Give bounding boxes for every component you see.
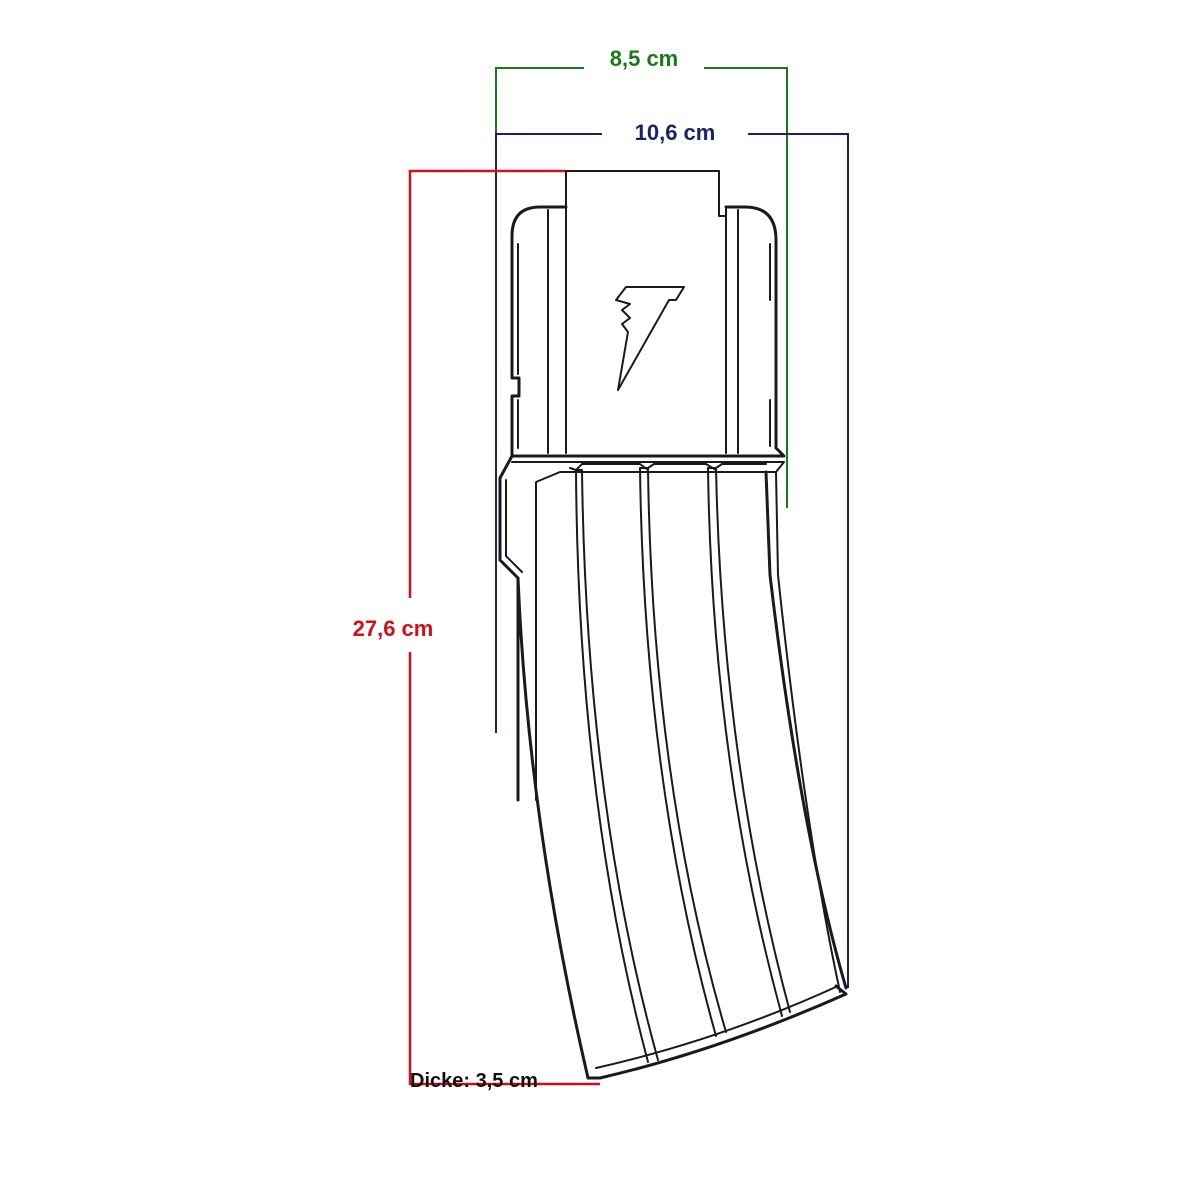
collar-band-top	[511, 461, 785, 801]
width-outer-label: 10,6 cm	[635, 120, 716, 145]
magazine-pouch-outline	[498, 170, 848, 1080]
magazine-right-edge	[764, 470, 848, 990]
upper-cover-right-seam	[725, 206, 739, 454]
collar-band	[498, 454, 520, 802]
width-inner-label: 8,5 cm	[610, 46, 679, 71]
width-inner-left-leg	[495, 67, 584, 446]
upper-cover-left-seam	[547, 206, 567, 454]
width-inner-right-leg	[704, 67, 788, 508]
height-top-leg	[408, 169, 566, 598]
rib-caps	[575, 463, 767, 471]
height-label: 27,6 cm	[353, 616, 434, 641]
width-outer-right-leg	[748, 133, 849, 988]
upper-cover	[510, 205, 786, 458]
width-outer-dimension	[495, 133, 849, 988]
height-dimension	[408, 169, 600, 1086]
magazine-bottom	[586, 984, 848, 1080]
height-bottom-leg	[408, 652, 600, 1086]
lightning-bolt-logo	[615, 286, 685, 391]
rib-2	[639, 467, 727, 1037]
magazine-left-edge	[516, 576, 590, 1080]
rib-1	[569, 467, 659, 1063]
magazine-bottom-inner	[595, 985, 839, 1069]
width-outer-left-leg	[495, 133, 602, 733]
top-tab	[565, 170, 727, 217]
thickness-note: Dicke: 3,5 cm	[410, 1070, 538, 1092]
magazine-right-edge-inner	[775, 471, 841, 993]
rib-3	[707, 467, 791, 1017]
collar-band-inner	[505, 479, 523, 573]
